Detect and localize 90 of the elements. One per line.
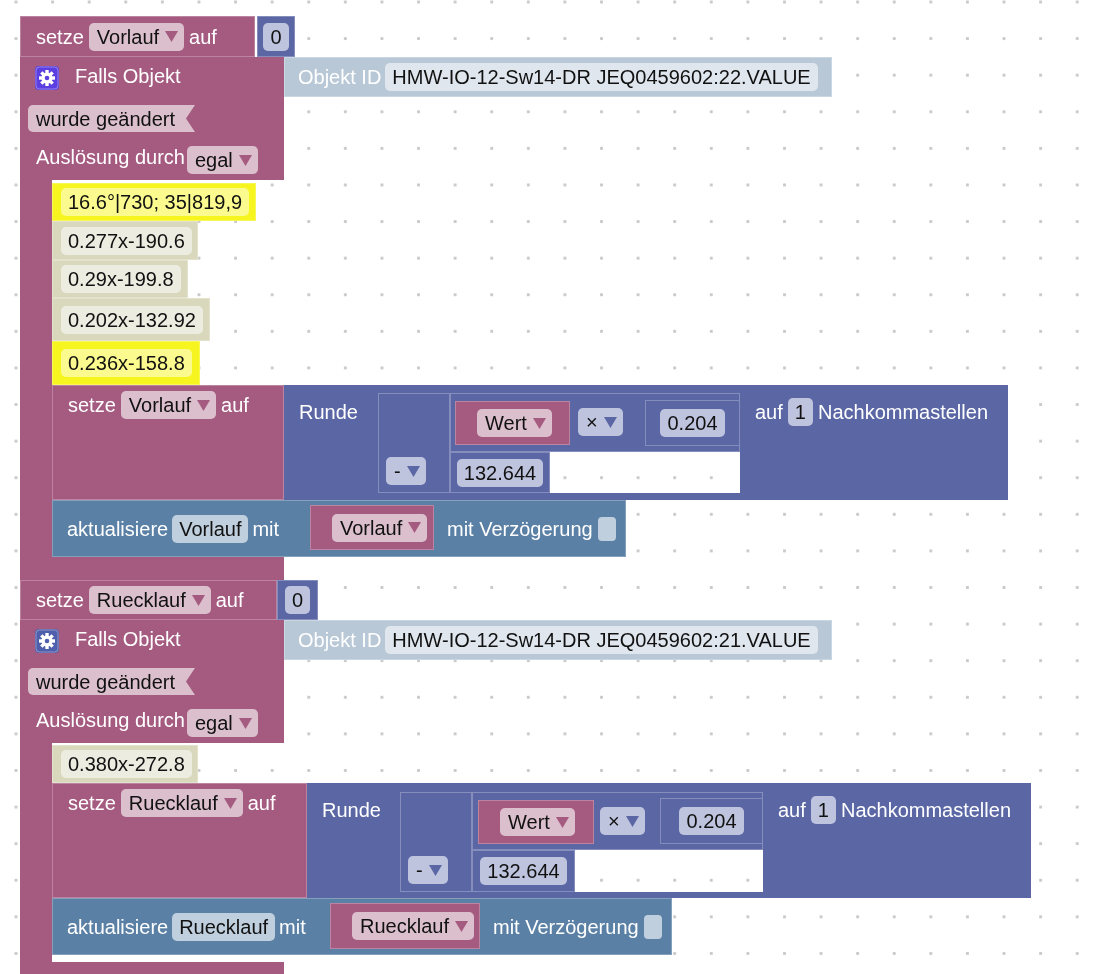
block-text: Runde [322, 798, 381, 823]
block-text: Auslösung durch [36, 145, 185, 170]
block-text: Runde [299, 400, 358, 425]
round-block [284, 385, 1008, 500]
block-text: setze [68, 791, 116, 816]
text-field: 0.202x-132.92 [61, 305, 203, 334]
block-text: auf [247, 791, 276, 816]
block-text: mit [279, 914, 306, 940]
number-block [277, 580, 318, 620]
block-text: Objekt ID [298, 628, 382, 653]
text-field: 0.236x-158.8 [61, 349, 192, 377]
text-field: 0.29x-199.8 [61, 265, 181, 293]
text-field: 0.277x-190.6 [61, 226, 192, 255]
text-field: HMW-IO-12-Sw14-DR JEQ0459602:22.VALUE [385, 63, 818, 91]
comment-block [52, 298, 210, 341]
number-field: 132.644 [480, 857, 567, 885]
text-field: 16.6°|730; 35|819,9 [61, 188, 250, 216]
update-block [52, 500, 626, 557]
comment-block [52, 260, 188, 298]
block-text: mit [252, 516, 280, 542]
comment-block [52, 341, 200, 385]
dropdown-field: Ruecklauf [352, 912, 474, 940]
number-field: 0 [284, 586, 311, 614]
dropdown-field: Vorlauf [120, 391, 217, 419]
dropdown-field: Ruecklauf [88, 586, 211, 614]
number-field: 0.204 [660, 409, 725, 437]
arithmetic-block [378, 393, 450, 493]
text-field: HMW-IO-12-Sw14-DR JEQ0459602:21.VALUE [385, 626, 818, 654]
variable-block [478, 800, 594, 844]
dropdown-field: Vorlauf [332, 513, 428, 542]
dropdown-field: - [408, 856, 448, 884]
dropdown-field: egal [187, 709, 258, 737]
number-field: 132.644 [456, 458, 544, 487]
round-block [307, 783, 1031, 898]
number-field: 1 [810, 796, 836, 824]
number-block [472, 850, 575, 892]
dropdown-field: Ruecklauf [120, 789, 243, 817]
object-id-block [284, 57, 832, 97]
arithmetic-block [450, 393, 740, 452]
set-variable-block [52, 783, 307, 898]
set-variable-block [20, 16, 255, 57]
block-text: setze [36, 24, 84, 50]
dropdown-field: × [578, 408, 623, 436]
block-text: auf [189, 24, 217, 50]
block-text: Nachkommastellen [817, 400, 988, 425]
object-id-block [284, 620, 832, 660]
number-block [450, 452, 550, 493]
number-block [660, 798, 763, 844]
block-text: mit Verzögerung [447, 516, 593, 542]
option-field: wurde geändert [28, 105, 195, 132]
block-text: Falls Objekt [75, 627, 181, 652]
text-field: Ruecklauf [172, 912, 276, 941]
block-text: Objekt ID [298, 65, 382, 90]
set-variable-block [52, 385, 284, 500]
block-text: auf [221, 393, 249, 418]
block-text: auf [755, 400, 783, 425]
variable-block [310, 505, 434, 550]
block-text: Nachkommastellen [840, 798, 1011, 823]
set-variable-block [20, 580, 277, 620]
number-block [645, 400, 740, 446]
block-text: Falls Objekt [75, 64, 181, 89]
block-text: setze [68, 393, 116, 418]
text-field: 0.380x-272.8 [61, 750, 192, 778]
update-block [52, 898, 672, 955]
block-text: aktualisiere [67, 516, 169, 542]
block-text: auf [778, 798, 806, 823]
variable-block [455, 401, 570, 445]
dropdown-field: Wert [477, 409, 552, 437]
arithmetic-block [472, 792, 763, 850]
variable-block [330, 903, 480, 949]
dropdown-field: egal [187, 146, 258, 174]
comment-block [52, 745, 198, 783]
block-text: mit Verzögerung [493, 914, 639, 940]
text-field: Vorlauf [172, 514, 249, 543]
block-text: aktualisiere [67, 914, 169, 940]
block-text: setze [36, 588, 84, 613]
number-field: 0 [263, 22, 289, 51]
block-text: Auslösung durch [36, 708, 185, 733]
dropdown-field: Wert [500, 808, 575, 836]
option-field: wurde geändert [28, 668, 195, 695]
dropdown-field: - [386, 457, 426, 485]
block-text: auf [215, 588, 244, 613]
comment-block [52, 221, 198, 260]
dropdown-field: × [600, 807, 645, 835]
number-field: 0.204 [679, 807, 744, 835]
arithmetic-block [400, 792, 472, 892]
comment-block [52, 183, 256, 221]
dropdown-field: Vorlauf [88, 22, 185, 51]
number-field: 1 [787, 398, 813, 426]
number-block [257, 16, 295, 57]
